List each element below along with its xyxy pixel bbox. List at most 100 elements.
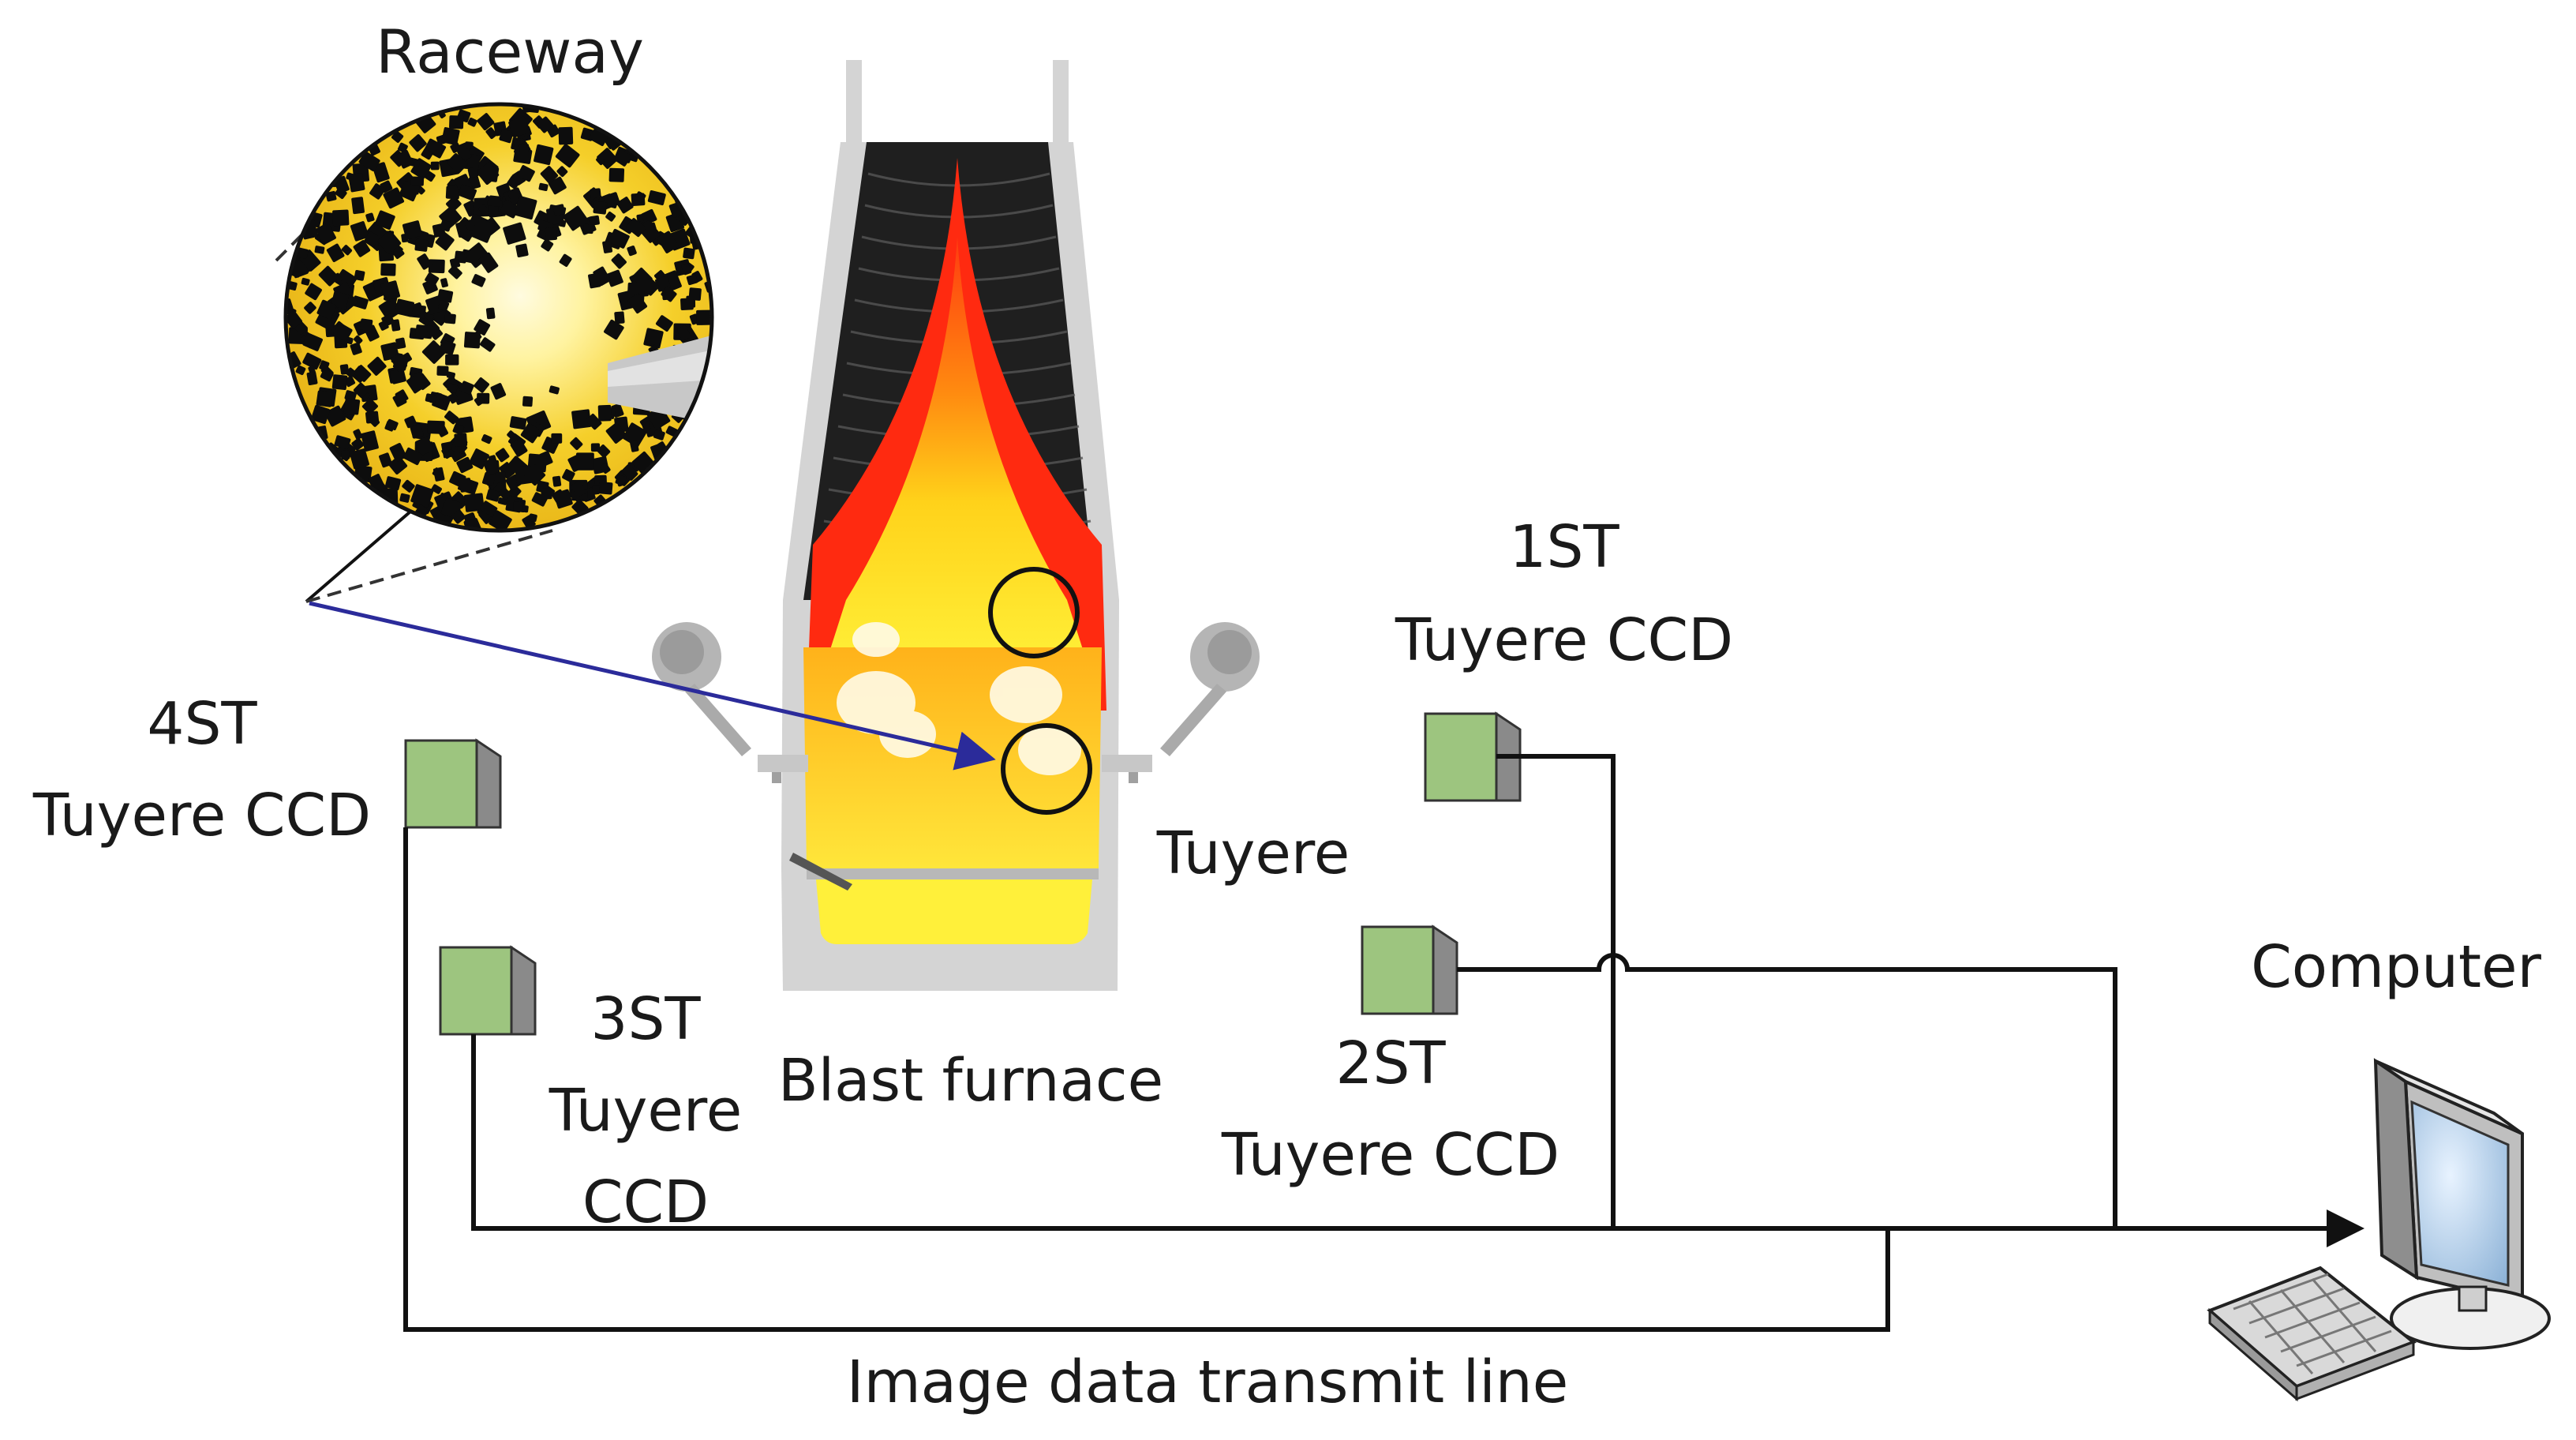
coke-particle bbox=[464, 141, 474, 149]
coke-particle bbox=[537, 116, 553, 133]
coke-particle bbox=[485, 307, 496, 320]
coke-particle bbox=[627, 293, 648, 314]
coke-particle bbox=[402, 479, 415, 493]
coke-particle bbox=[445, 186, 460, 200]
coke-particle bbox=[478, 204, 489, 216]
coke-particle bbox=[388, 456, 408, 475]
coke-particle bbox=[510, 438, 528, 457]
coke-particle bbox=[503, 222, 526, 245]
coke-particle bbox=[353, 240, 371, 257]
coke-particle bbox=[304, 302, 316, 314]
coke-particle bbox=[520, 422, 541, 444]
coke-particle bbox=[449, 115, 464, 129]
coke-particle bbox=[447, 383, 459, 393]
cam2-label-line2: Tuyere CCD bbox=[1221, 1121, 1559, 1189]
raceway-magnifier: Raceway bbox=[275, 17, 714, 603]
coke-particle bbox=[332, 209, 350, 227]
coke-particle bbox=[602, 240, 613, 253]
coke-particle bbox=[485, 127, 497, 139]
coke-particle bbox=[367, 356, 387, 376]
coke-particle bbox=[333, 322, 353, 342]
coke-particle bbox=[316, 390, 333, 407]
coke-particle bbox=[605, 211, 616, 222]
coke-particle bbox=[421, 148, 433, 160]
coke-particle bbox=[354, 335, 363, 345]
raceway-label: Raceway bbox=[376, 17, 644, 87]
coke-particle bbox=[621, 464, 638, 481]
coke-particle bbox=[482, 458, 500, 476]
coke-particle bbox=[571, 409, 592, 429]
coke-particle bbox=[354, 269, 365, 281]
coke-particle bbox=[341, 245, 353, 256]
coke-particle bbox=[541, 238, 554, 252]
coke-particle bbox=[421, 340, 446, 364]
coke-particle bbox=[446, 371, 455, 380]
cam2-label-line1: 2ST bbox=[1335, 1029, 1446, 1097]
coke-particle bbox=[350, 342, 362, 355]
coke-particle bbox=[308, 366, 316, 375]
furnace-bottom bbox=[816, 879, 1092, 944]
coke-particle bbox=[614, 311, 625, 324]
coke-particle bbox=[570, 437, 583, 451]
coke-particle bbox=[452, 423, 464, 435]
coke-particle bbox=[290, 260, 309, 279]
coke-particle bbox=[432, 467, 445, 482]
coke-particle bbox=[319, 360, 330, 371]
coke-particle bbox=[434, 398, 447, 410]
coke-particle bbox=[364, 231, 380, 248]
camera-icon-3 bbox=[439, 945, 537, 1036]
coke-particle bbox=[524, 464, 546, 486]
coke-particle bbox=[318, 265, 339, 287]
coke-particle bbox=[369, 416, 380, 427]
coke-particle bbox=[653, 429, 665, 441]
coke-particle bbox=[655, 315, 673, 332]
coke-particle bbox=[389, 443, 407, 462]
furnace-top-pipe-right bbox=[1053, 60, 1069, 155]
coke-particle bbox=[399, 181, 420, 202]
coke-particle bbox=[677, 325, 691, 341]
coke-particle bbox=[351, 437, 365, 451]
coke-particle bbox=[593, 266, 611, 287]
coke-particle bbox=[375, 210, 395, 231]
coke-particle bbox=[474, 319, 491, 336]
coke-particle bbox=[590, 443, 601, 452]
coke-particle bbox=[522, 396, 534, 407]
coke-particle bbox=[596, 156, 605, 166]
coke-particle bbox=[302, 352, 322, 370]
coke-particle bbox=[499, 129, 514, 144]
coke-particle bbox=[441, 127, 460, 145]
coke-particle bbox=[410, 484, 434, 508]
coke-particle bbox=[489, 510, 512, 531]
coke-particle bbox=[331, 374, 348, 390]
coke-particle bbox=[302, 332, 323, 351]
coke-particle bbox=[445, 354, 459, 366]
coke-particle bbox=[456, 456, 474, 474]
coke-particle bbox=[378, 320, 389, 331]
coke-particle bbox=[686, 274, 698, 286]
coke-particle bbox=[372, 162, 390, 183]
coke-particle bbox=[627, 246, 637, 257]
cam3-label-line3: CCD bbox=[582, 1168, 709, 1236]
coke-particle bbox=[608, 167, 625, 182]
coke-particle bbox=[548, 176, 567, 195]
coke-particle bbox=[415, 324, 433, 339]
zoom-line-dashed bbox=[305, 529, 553, 603]
coke-particle bbox=[446, 196, 462, 212]
coke-particle bbox=[359, 318, 373, 332]
coke-particle bbox=[415, 436, 434, 456]
coke-particle bbox=[552, 204, 566, 216]
coke-particle bbox=[301, 277, 310, 286]
coke-particle bbox=[489, 195, 501, 207]
coke-particle bbox=[553, 489, 573, 509]
coke-particle bbox=[438, 300, 450, 311]
coke-particle bbox=[414, 238, 429, 252]
coke-particle bbox=[614, 149, 631, 167]
coke-particle bbox=[339, 364, 350, 375]
coke-particle bbox=[600, 463, 611, 474]
coke-particle bbox=[392, 354, 409, 371]
transmit-line-label: Image data transmit line bbox=[847, 1348, 1568, 1416]
coke-particle bbox=[509, 416, 527, 430]
coke-particle bbox=[444, 411, 459, 425]
coke-particle bbox=[459, 478, 472, 493]
coke-particle bbox=[630, 441, 639, 452]
